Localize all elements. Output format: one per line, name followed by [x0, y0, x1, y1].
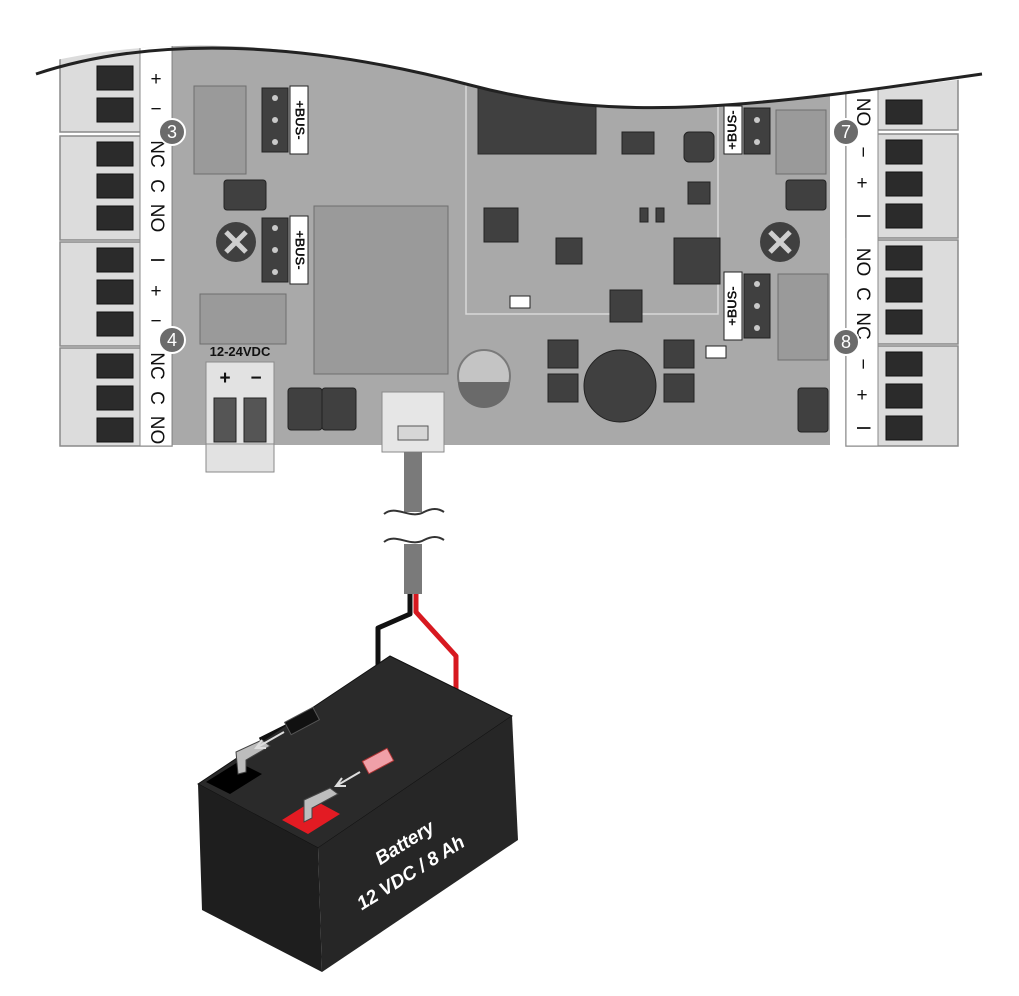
relay-3 — [775, 109, 827, 175]
right-pin-minus-7: − — [852, 146, 873, 157]
left-pin-minus-2: − — [150, 311, 161, 332]
left-pin-minus: − — [150, 99, 161, 120]
battery-negative-terminal — [206, 762, 262, 794]
badge-8: 8 — [832, 328, 860, 356]
right-pin-plus-8: + — [856, 385, 867, 406]
battery-connector — [381, 391, 445, 453]
left-pin-plus: + — [150, 69, 161, 90]
bus-label-2: +BUS- — [293, 230, 308, 269]
inductor — [583, 349, 657, 423]
right-pin-minus-8: − — [852, 358, 873, 369]
right-pin-c: C — [852, 287, 873, 301]
badge-7: 7 — [832, 118, 860, 146]
supply-minus-label: − — [250, 368, 261, 389]
controller-board — [0, 45, 1019, 460]
right-terminal-labels: NO − + I NC C NO − + I — [852, 98, 873, 431]
right-pin-i-7: I — [852, 213, 873, 218]
bus-label-3: +BUS- — [724, 110, 739, 149]
svg-text:7: 7 — [841, 122, 851, 142]
bus-label-1: +BUS- — [293, 100, 308, 139]
svg-text:4: 4 — [167, 330, 177, 350]
supply-plus-label: + — [219, 368, 230, 389]
relay-2 — [199, 293, 287, 345]
relay-4 — [777, 273, 829, 361]
badge-3: 3 — [158, 118, 186, 146]
bus-labels: +BUS- +BUS- +BUS- +BUS- — [289, 85, 743, 341]
left-pin-c-4: C — [146, 391, 167, 405]
left-pin-no-4: NO — [146, 416, 167, 445]
left-terminal-strip — [59, 45, 173, 447]
relay-1 — [193, 85, 247, 175]
left-pin-plus-2: + — [150, 281, 161, 302]
right-pin-nc: NC — [852, 312, 873, 339]
right-pin-i-8: I — [852, 425, 873, 430]
bus-label-4: +BUS- — [724, 286, 739, 325]
negative-clip — [283, 706, 321, 736]
badge-4: 4 — [158, 326, 186, 354]
supply-voltage-label: 12-24VDC — [210, 344, 271, 359]
right-pin-no-top: NO — [852, 98, 873, 127]
svg-text:3: 3 — [167, 122, 177, 142]
right-pin-plus-7: + — [856, 173, 867, 194]
positive-clip — [361, 747, 395, 775]
mcu-chip — [477, 45, 597, 155]
left-pin-c-3: C — [146, 179, 167, 193]
left-pin-i: I — [146, 257, 167, 262]
left-pin-nc-4: NC — [146, 352, 167, 379]
svg-text:8: 8 — [841, 332, 851, 352]
left-pin-nc-3: NC — [146, 140, 167, 167]
battery: Battery 12 VDC / 8 Ah — [197, 655, 518, 972]
left-pin-no-3: NO — [146, 204, 167, 233]
left-terminal-labels: + − NC C NO I + − NC C NO — [146, 69, 167, 444]
large-module — [313, 205, 449, 375]
right-pin-no: NO — [852, 248, 873, 277]
